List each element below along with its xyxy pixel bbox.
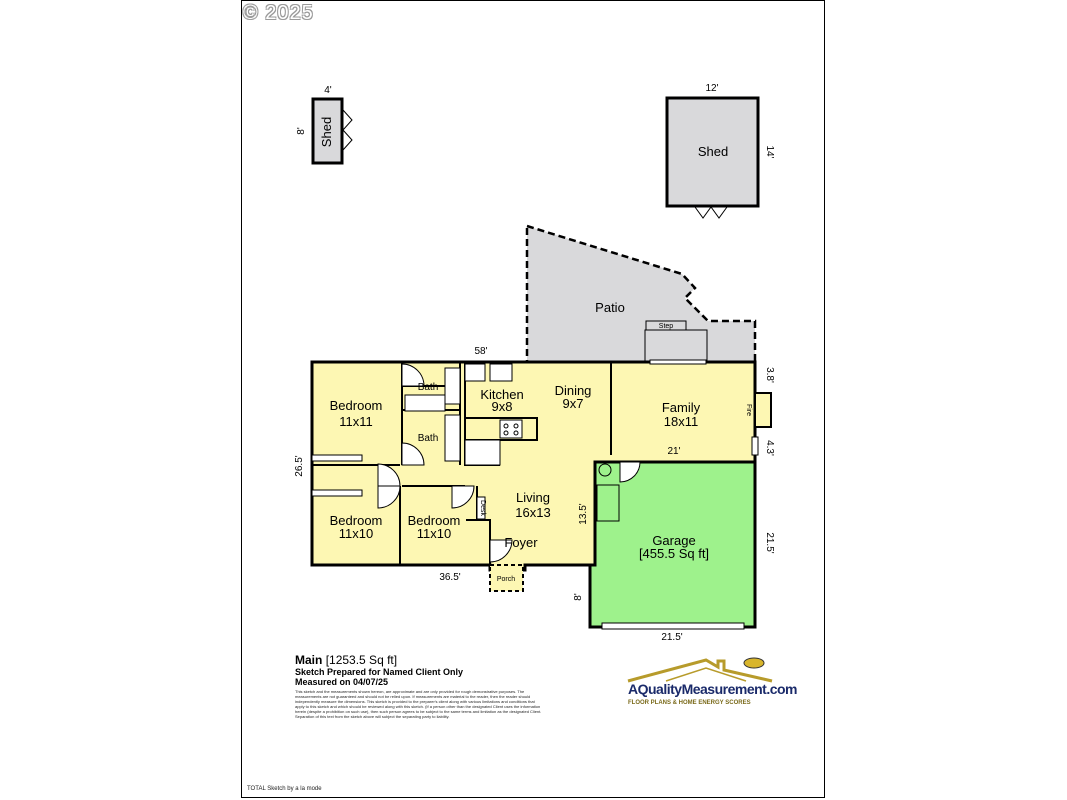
garage-fixture (596, 484, 620, 522)
bedroom3-size: 11x10 (417, 526, 451, 541)
sketch-disclaimer: This sketch and the measurements shown h… (295, 689, 542, 719)
dining-size: 9x7 (563, 396, 584, 411)
sketch-info: Main [1253.5 Sq ft] Sketch Prepared for … (295, 653, 595, 719)
sketch-area: [1253.5 Sq ft] (325, 653, 398, 667)
fire-label: Fire (745, 404, 752, 416)
house-roof-icon (627, 657, 773, 683)
bedroom1-size: 11x11 (339, 414, 373, 429)
windows (311, 359, 759, 497)
dim-garage-bottom: 21.5' (661, 632, 682, 643)
step-label: Step (659, 323, 674, 330)
company-logo: AQualityMeasurement.com FLOOR PLANS & HO… (626, 655, 798, 715)
porch-label: Porch (497, 576, 515, 583)
shed-large-label: Shed (698, 144, 728, 159)
bedroom3-name: Bedroom (408, 513, 461, 528)
porch-box (489, 564, 524, 592)
dim-main-top: 58' (474, 346, 487, 357)
dim-shed-small-height: 8' (296, 127, 307, 135)
bedroom1-name: Bedroom (330, 398, 383, 413)
desk-label: Desk (479, 500, 486, 516)
dim-right-upper: 3.8' (764, 367, 775, 383)
logo-brand: AQualityMeasurement.com (628, 681, 798, 697)
patio-label: Patio (595, 300, 625, 315)
dim-shed-small-width: 4' (324, 85, 332, 96)
sketch-date-line: Measured on 04/07/25 (295, 677, 389, 687)
dim-main-left: 26.5' (294, 455, 305, 476)
patio-door-box (644, 329, 708, 363)
sketch-title-main: Main (295, 653, 323, 667)
dim-shed-large-height: 14' (764, 145, 775, 158)
dining-name: Dining (555, 383, 592, 398)
family-name: Family (662, 400, 701, 415)
garage-outline (588, 460, 757, 629)
bath2-label: Bath (418, 433, 439, 444)
garage-size: [455.5 Sq ft] (639, 546, 709, 561)
dim-right-lower: 4.3' (764, 440, 775, 456)
water-heater (598, 463, 612, 477)
kitchen-name: Kitchen (480, 387, 523, 402)
dim-main-bottom: 36.5' (439, 572, 460, 583)
living-name: Living (516, 490, 550, 505)
living-size: 16x13 (515, 505, 550, 520)
foyer-label: Foyer (504, 535, 538, 550)
shed-small-box (311, 97, 344, 165)
dim-garage-left: 8' (573, 593, 584, 601)
shed-large-door (694, 206, 728, 219)
shed-small-label: Shed (319, 117, 334, 147)
garage-name: Garage (652, 533, 695, 548)
logo-tagline: FLOOR PLANS & HOME ENERGY SCORES (628, 700, 751, 706)
copyright-watermark: © 2025 (243, 2, 314, 24)
sketch-title: Main [1253.5 Sq ft] (295, 653, 595, 667)
bath1-label: Bath (418, 382, 439, 393)
sketch-client-line: Sketch Prepared for Named Client Only (295, 667, 464, 677)
door-swings (377, 363, 641, 563)
kitchen-size: 9x8 (492, 399, 513, 414)
footer-credit: TOTAL Sketch by a la mode (247, 786, 322, 792)
bedroom2-size: 11x10 (339, 526, 373, 541)
shed-small-door (342, 109, 353, 151)
dim-family-bottom: 21' (667, 446, 680, 457)
fixtures (404, 363, 523, 520)
garage-door (601, 622, 745, 630)
fireplace-box (754, 392, 772, 428)
family-size: 18x11 (664, 414, 698, 429)
dim-garage-right: 21.5' (764, 532, 775, 553)
patio-area (525, 224, 757, 364)
bedroom2-name: Bedroom (330, 513, 383, 528)
main-house-outline (310, 360, 757, 572)
dim-shed-large-width: 12' (705, 83, 718, 94)
shed-large-box (665, 96, 760, 208)
dim-living-right: 13.5' (578, 503, 589, 524)
